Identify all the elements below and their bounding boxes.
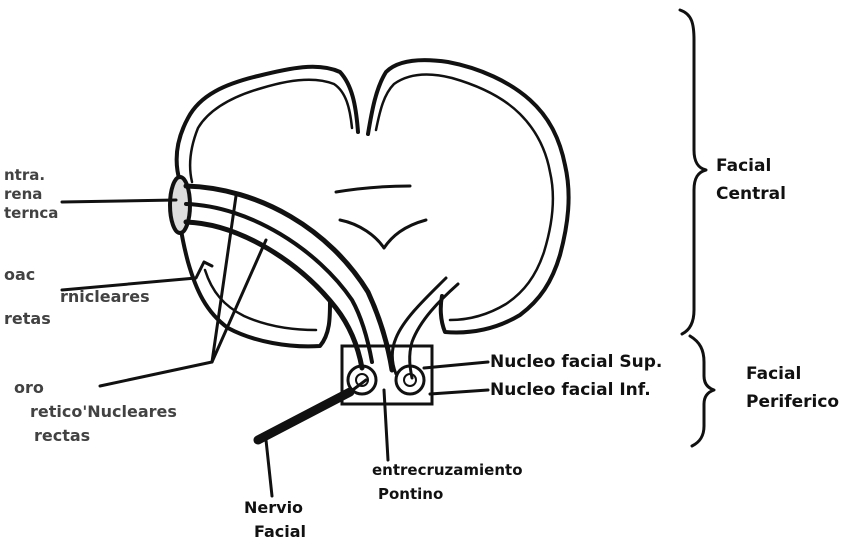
label-entrecruzamiento-line1: entrecruzamiento: [372, 458, 523, 482]
label-left-3-line2: retico'Nucleares: [4, 400, 177, 424]
label-facial-central-line2: Central: [716, 180, 786, 208]
label-left-2: oac rnicleares retas: [4, 264, 150, 330]
label-nervio-facial: Nervio Facial: [244, 496, 306, 544]
label-left-3: oro retico'Nucleares rectas: [4, 376, 177, 448]
label-left-2-line2: rnicleares: [4, 286, 150, 308]
label-nervio-line1: Nervio: [244, 496, 306, 520]
pons-interior-v: [340, 220, 426, 248]
label-facial-central: Facial Central: [716, 152, 786, 208]
nucleus-right-inner: [404, 374, 416, 386]
leader-nucleo-inf: [430, 390, 488, 394]
label-left-1-line1: ntra.: [4, 166, 58, 185]
label-nucleo-sup: Nucleo facial Sup.: [490, 352, 662, 372]
label-nervio-line2: Facial: [244, 520, 306, 544]
label-entrecruzamiento-line2: Pontino: [372, 482, 523, 506]
facial-nerve-thick: [258, 392, 350, 440]
leader-nucleo-sup: [424, 362, 488, 368]
label-facial-periferico-line2: Periferico: [746, 388, 839, 416]
label-left-1-line3: ternca: [4, 204, 58, 223]
label-left-3-line1: oro: [4, 376, 177, 400]
tract-upper: [186, 186, 392, 370]
leader-entrecruzamiento: [384, 390, 388, 460]
label-left-1: ntra. rena ternca: [4, 166, 58, 223]
leader-nervio: [266, 440, 272, 496]
label-left-2-line3: retas: [4, 308, 150, 330]
pons-interior-line: [336, 186, 410, 192]
label-facial-central-line1: Facial: [716, 152, 786, 180]
brace-periferico: [690, 336, 714, 446]
label-left-3-line3: rectas: [4, 424, 177, 448]
label-nucleo-inf: Nucleo facial Inf.: [490, 380, 651, 400]
label-left-2-line1: oac: [4, 264, 150, 286]
label-facial-periferico: Facial Periferico: [746, 360, 839, 416]
brace-central: [680, 10, 706, 334]
tract-lower: [186, 222, 362, 368]
label-left-1-line2: rena: [4, 185, 58, 204]
leader-left-1: [62, 200, 176, 202]
label-facial-periferico-line1: Facial: [746, 360, 839, 388]
label-entrecruzamiento: entrecruzamiento Pontino: [372, 458, 523, 506]
